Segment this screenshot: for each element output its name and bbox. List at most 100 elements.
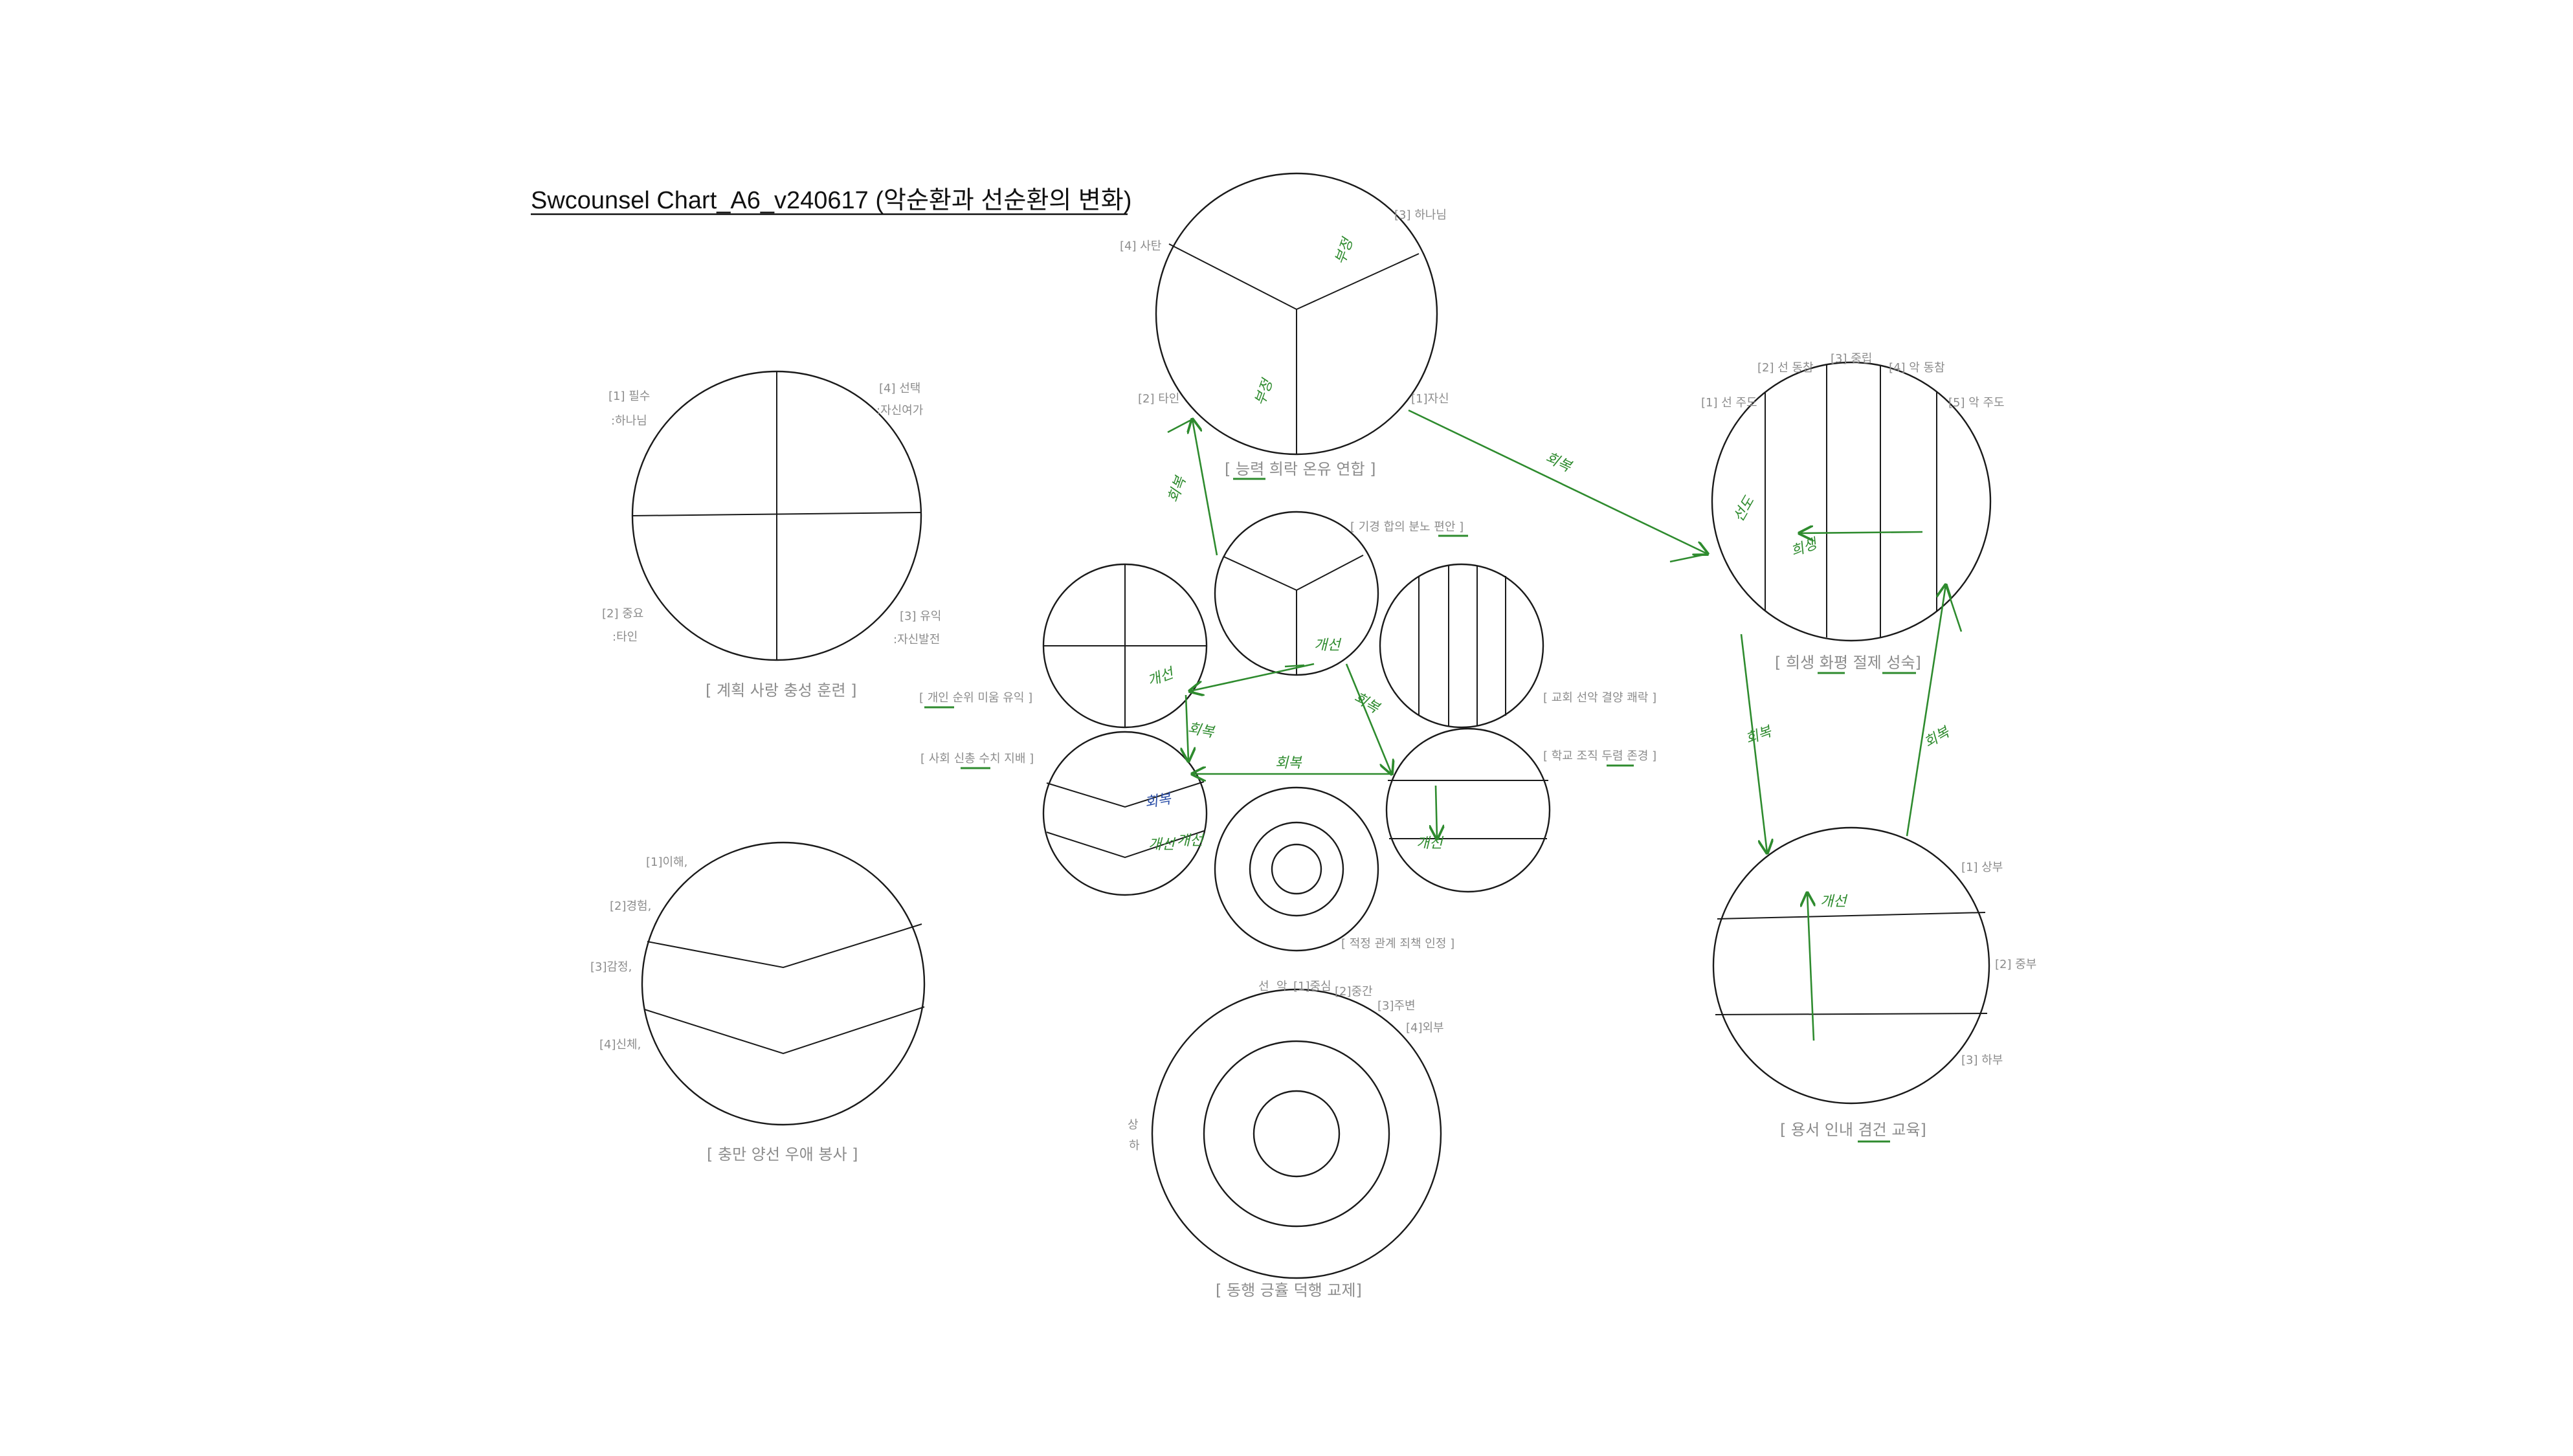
bands-arrow-up — [1807, 893, 1814, 1041]
handwriting-center-bands: 개선 — [1416, 835, 1444, 852]
quad-label-2-sub: :타인 — [612, 630, 638, 644]
center-tri-spoke-right — [1296, 555, 1364, 591]
center-stripes-caption: [ 교회 선악 결양 쾌락 ] — [1543, 691, 1656, 705]
handwriting-stripes-left: 선도 — [1731, 493, 1759, 525]
bands-circle — [1712, 826, 1990, 1105]
target-diagram: 선 악 [1]중심 [2]중간 [3]주변 [4]외부 상 하 [ 동행 긍휼 … — [1128, 980, 1444, 1299]
tri-label-3: [3] 하나님 — [1394, 208, 1447, 222]
chevron-label-2: [2]경험, — [610, 899, 651, 913]
center-chevron-line-upper — [1046, 781, 1205, 808]
center-stripes-circle — [1379, 563, 1544, 729]
quad-label-3: [3] 유익 — [900, 610, 941, 623]
target-ring-inner — [1253, 1090, 1341, 1178]
center-bands-circle — [1385, 727, 1551, 893]
handwriting-tri-1: 부정 — [1332, 235, 1357, 267]
target-label-1: [1]중심 — [1293, 980, 1331, 993]
tri-label-2: [2] 타인 — [1138, 392, 1179, 406]
handwriting-tri-2: 부정 — [1252, 376, 1276, 408]
quad-caption: [ 계획 사랑 충성 훈련 ] — [706, 681, 857, 700]
center-tick — [1284, 664, 1305, 668]
chevron-line-upper — [647, 923, 922, 969]
chevron-diagram: [1]이해, [2]경험, [3]감정, [4]신체, [ 충만 양선 우애 봉… — [590, 841, 926, 1164]
target-label-good: 선 — [1258, 980, 1269, 993]
quad-label-4-sub: :자신여가 — [876, 404, 923, 417]
center-chevron-circle — [1042, 731, 1208, 896]
center-arrow-tri-to-bands — [1345, 663, 1392, 774]
center-arrow-bands-down — [1436, 785, 1437, 839]
stripes-label-5: [5] 악 주도 — [1948, 396, 2005, 410]
handwriting-center-chevron-1: 회복 — [1144, 791, 1174, 811]
center-arrow-tri-to-quad — [1190, 663, 1315, 691]
arrow-bands-to-stripes — [1906, 585, 1946, 837]
center-target-ring-inner — [1271, 843, 1322, 895]
tri-caption: [ 능력 희락 온유 연합 ] — [1225, 460, 1376, 478]
quad-label-1-sub: :하나님 — [611, 414, 647, 428]
handwriting-stripes-center: 희생 — [1789, 535, 1821, 560]
handwriting-center-quad-down: 회복 — [1186, 720, 1216, 741]
center-quad-caption: [ 개인 순위 미움 유익 ] — [919, 691, 1032, 705]
chevron-line-lower — [644, 1006, 925, 1055]
stripes-circle — [1711, 361, 1992, 642]
arrow-stripes-to-bands — [1740, 634, 1767, 853]
stripes-diagram: [2] 선 동참 [3] 중립 [4] 악 동참 [1] 선 주도 [5] 악 … — [1701, 352, 2005, 674]
tri-label-1: [1]자신 — [1411, 392, 1449, 406]
handwriting-bands-center: 개선 — [1820, 894, 1848, 910]
stripes-arrow-left — [1799, 532, 1923, 533]
arrow-top-to-right — [1408, 409, 1708, 554]
center-target-ring-middle — [1249, 821, 1344, 917]
stripes-caption: [ 희생 화평 절제 성숙] — [1775, 654, 1921, 672]
quad-label-1: [1] 필수 — [608, 390, 650, 403]
handwriting-arrow-left: 회복 — [1165, 474, 1190, 505]
quad-label-2: [2] 중요 — [602, 607, 643, 621]
bands-diagram: [1] 상부 [2] 중부 [3] 하부 [ 용서 인내 겸건 교육] 개선 — [1712, 826, 2036, 1143]
chevron-label-3: [3]감정, — [590, 960, 632, 974]
quadrant-diagram: [1] 필수 :하나님 [4] 선택 :자신여가 [2] 중요 :타인 [3] … — [602, 370, 941, 700]
bands-label-2: [2] 중부 — [1995, 958, 2036, 971]
chevron-caption: [ 충만 양선 우애 봉사 ] — [707, 1145, 858, 1164]
center-chevron-line-lower — [1046, 830, 1205, 859]
bands-caption: [ 용서 인내 겸건 교육] — [1780, 1121, 1926, 1139]
stripes-label-1: [1] 선 주도 — [1701, 396, 1757, 410]
chevron-label-1: [1]이해, — [646, 855, 687, 869]
handwriting-right-up: 회복 — [1922, 723, 1954, 751]
tri-label-4: [4] 사탄 — [1120, 239, 1161, 253]
stripes-label-4: [4] 악 동참 — [1889, 361, 1945, 375]
tri-spoke-left — [1168, 243, 1297, 310]
handwriting-center-chevron-2: 개선 — [1148, 837, 1176, 853]
arrow-up-tail — [1944, 584, 1963, 632]
handwriting-arrow-right: 회복 — [1543, 450, 1574, 476]
quad-label-3-sub: :자신발전 — [893, 633, 940, 646]
handwriting-center-mid: 회복 — [1275, 755, 1302, 771]
handwriting-center-chevron-3: 개선 — [1177, 833, 1205, 849]
center-target-ring-outer — [1214, 786, 1379, 952]
center-cluster: [ 기경 합의 분노 편안 ] [ 개인 순위 미움 유익 ] [ 교회 선악 … — [919, 511, 1656, 952]
target-label-top: 상 — [1128, 1118, 1139, 1132]
target-caption: [ 동행 긍휼 덕행 교제] — [1216, 1281, 1362, 1299]
bands-label-3: [3] 하부 — [1961, 1053, 2003, 1067]
handwriting-right-down: 회복 — [1744, 723, 1775, 748]
target-label-3: [3]주변 — [1377, 999, 1416, 1013]
center-target-caption: [ 적정 관계 죄책 인정 ] — [1341, 937, 1454, 951]
stripes-label-2: [2] 선 동참 — [1757, 361, 1814, 375]
handwriting-center-tri: 개선 — [1314, 637, 1342, 654]
tri-spoke-right — [1296, 253, 1420, 310]
center-bands-caption: [ 학교 조직 두렴 존경 ] — [1543, 749, 1656, 763]
center-tri-caption: [ 기경 합의 분노 편안 ] — [1350, 520, 1464, 534]
handwriting-center-quad: 개선 — [1146, 665, 1177, 689]
target-label-4: [4]외부 — [1406, 1021, 1444, 1035]
stripes-label-3: [3] 중립 — [1831, 352, 1872, 366]
target-label-2: [2]중간 — [1335, 985, 1373, 998]
chevron-label-4: [4]신체, — [599, 1038, 641, 1052]
arrow-center-to-top — [1192, 419, 1218, 556]
quad-label-4: [4] 선택 — [879, 382, 920, 395]
center-arrow-quad-to-chevron — [1186, 694, 1188, 761]
arrow-right-tail — [1669, 553, 1708, 563]
target-label-evil: 악 — [1276, 980, 1287, 993]
center-tri-spoke-left — [1223, 556, 1297, 591]
bands-label-1: [1] 상부 — [1961, 861, 2003, 874]
target-label-bottom: 하 — [1129, 1139, 1140, 1153]
arrow-top-tail — [1167, 418, 1193, 434]
target-ring-outer — [1151, 988, 1442, 1279]
tri-diagram: [4] 사탄 [3] 하나님 [2] 타인 [1]자신 [ 능력 희락 온유 연… — [1120, 172, 1449, 480]
